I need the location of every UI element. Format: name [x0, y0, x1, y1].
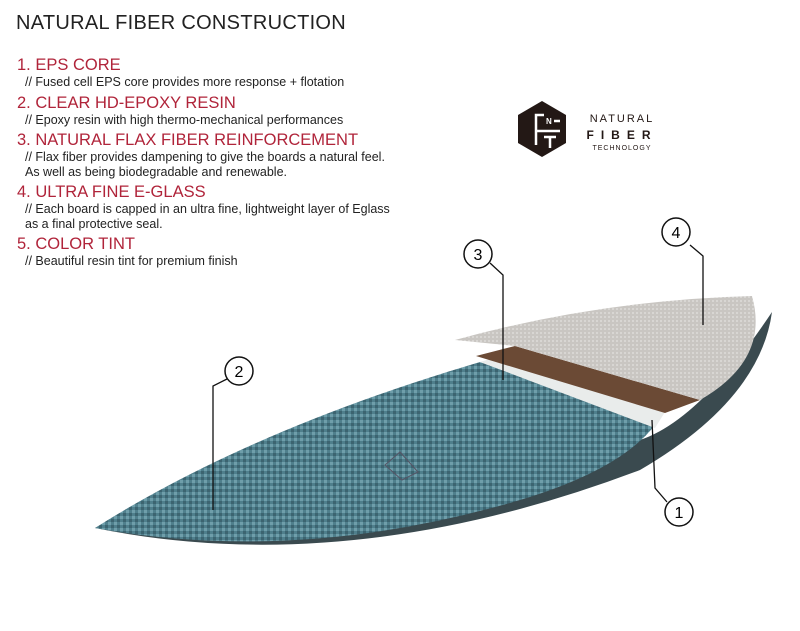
- layer-description: // Beautiful resin tint for premium fini…: [25, 254, 238, 268]
- color-tint-layer: [95, 362, 655, 542]
- callout-1: 1: [664, 497, 694, 527]
- layer-heading: 3. NATURAL FLAX FIBER REINFORCEMENT: [17, 131, 359, 149]
- layer-list: 1. EPS CORE // Fused cell EPS core provi…: [17, 56, 390, 273]
- fnt-logo-icon: N: [518, 101, 566, 157]
- callout-2: 2: [224, 356, 254, 386]
- board-logo-icon: [384, 451, 419, 481]
- svg-text:N: N: [546, 117, 552, 126]
- svg-text:1: 1: [675, 505, 684, 522]
- layer-heading: 5. COLOR TINT: [17, 235, 135, 253]
- layer-heading: 2. CLEAR HD-EPOXY RESIN: [17, 93, 236, 112]
- logo-line-technology: TECHNOLOGY: [592, 145, 652, 152]
- layer-description: // Fused cell EPS core provides more res…: [25, 75, 345, 89]
- layer-description: As well as being biodegradable and renew…: [25, 164, 287, 179]
- page-title: NATURAL FIBER CONSTRUCTION: [16, 12, 347, 34]
- eps-core-layer: [480, 356, 665, 428]
- layer-description: // Each board is capped in an ultra fine…: [25, 202, 390, 216]
- svg-text:4: 4: [672, 225, 681, 242]
- layer-description: // Flax fiber provides dampening to give…: [25, 150, 385, 164]
- logo-line-natural: NATURAL: [589, 113, 655, 125]
- layer-heading: 4. ULTRA FINE E-GLASS: [17, 183, 206, 201]
- callout-4: 4: [661, 217, 691, 247]
- svg-text:2: 2: [235, 364, 244, 381]
- layer-heading: 1. EPS CORE: [17, 56, 121, 74]
- logo-line-fiber: FIBER: [586, 128, 658, 142]
- flax-layer: [476, 346, 700, 413]
- callout-3: 3: [463, 239, 493, 269]
- layer-description: // Epoxy resin with high thermo-mechanic…: [25, 112, 344, 127]
- eglass-layer: [455, 296, 756, 400]
- svg-text:3: 3: [474, 247, 483, 264]
- layer-description: as a final protective seal.: [25, 216, 163, 231]
